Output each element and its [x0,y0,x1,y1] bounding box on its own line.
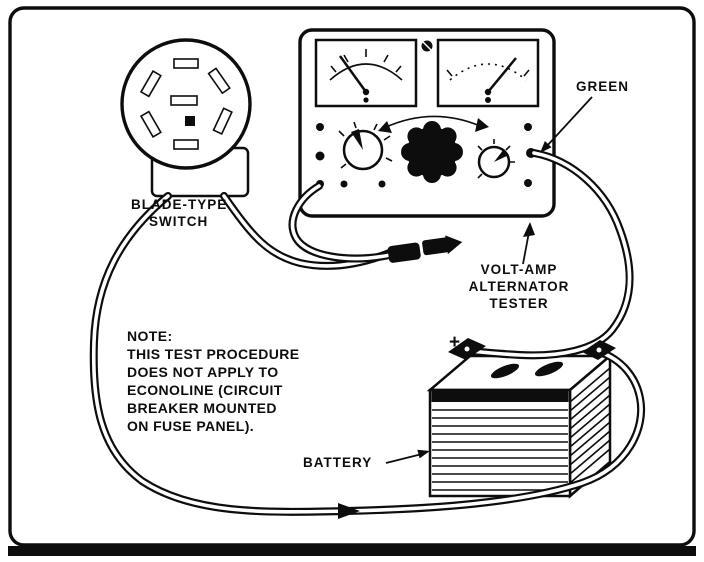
adjust-arc [383,115,481,129]
blade-type-switch [120,38,252,198]
meter-left-scale [329,63,403,81]
rosette-knob-center [401,121,463,183]
knob-right-pointer [494,149,509,162]
label-blade-switch-line2: SWITCH [149,214,208,229]
battery-positive-sign: + [449,332,460,353]
inline-connector [387,235,463,263]
note-line-6: ON FUSE PANEL). [127,418,254,434]
meter-left [314,38,418,108]
note-line-2: THIS TEST PROCEDURE [127,346,300,362]
label-tester-line3: TESTER [489,296,548,311]
leader-battery-arrowhead-icon [417,449,430,459]
leader-green-arrowhead-icon [540,141,552,153]
meter-right [436,38,540,108]
battery-front-face [428,388,572,498]
note-line-1: NOTE: [127,328,173,344]
connector-tip [445,235,463,255]
label-tester-line2: ALTERNATOR [469,279,570,294]
label-blade-switch-line1: BLADE-TYPE [131,197,227,212]
label-tester-line1: VOLT-AMP [481,262,558,277]
note-line-5: BREAKER MOUNTED [127,400,277,416]
adjust-arc-arrowhead-icon [475,118,489,132]
battery-side-hatch [569,367,611,484]
label-battery: BATTERY [303,455,372,470]
note-block: NOTE: THIS TEST PROCEDURE DOES NOT APPLY… [127,328,300,434]
battery-top-band [431,391,569,402]
leader-tester [522,222,535,265]
meter-right-pivot [484,88,492,96]
leader-green [540,96,593,153]
wire-direction-arrow-icon [338,503,360,519]
meter-right-scale [449,63,527,81]
selector-knob-left [338,121,393,171]
volt-amp-tester [298,28,556,218]
battery [426,353,614,499]
leader-tester-arrowhead-icon [523,222,535,237]
meter-left-pivot [362,88,370,96]
selector-knob-right [477,139,515,179]
note-line-3: DOES NOT APPLY TO [127,364,279,380]
meter-right-face [436,38,540,108]
label-green: GREEN [576,79,629,94]
knob-left-pointer [351,129,363,150]
switch-center-key [185,116,195,126]
figure-bottom-bar [8,546,696,556]
note-line-4: ECONOLINE (CIRCUIT [127,382,283,398]
battery-cell-cap [534,361,564,377]
battery-cell-cap [490,363,520,379]
leader-battery [385,449,430,464]
switch-blade-slots [139,58,233,150]
battery-front-hatch [432,409,568,491]
switch-center-blade [170,95,198,106]
meter-right-needle [487,57,517,93]
meter-left-needle [338,55,368,93]
